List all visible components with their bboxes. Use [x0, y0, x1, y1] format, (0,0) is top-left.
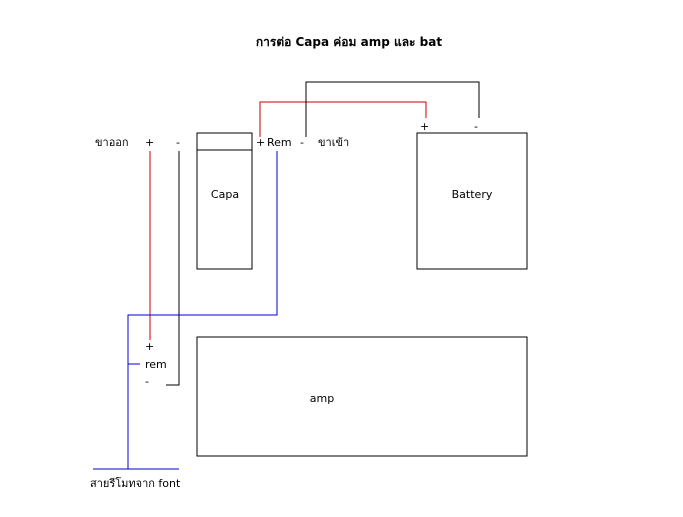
- capa-minus-label: -: [300, 136, 304, 149]
- diagram-title: การต่อ Capa ค่อม amp และ bat: [256, 35, 442, 49]
- output-minus-label: -: [176, 136, 180, 149]
- battery-label: Battery: [452, 188, 493, 201]
- amp-label: amp: [310, 392, 334, 405]
- amp-box: [196, 336, 528, 457]
- capa-rem-label: Rem: [267, 136, 292, 149]
- battery-to-capa-positive-wire: [259, 101, 427, 137]
- capa-label: Capa: [211, 188, 239, 201]
- capa-box: [196, 132, 253, 270]
- output-label: ขาออก: [95, 136, 129, 149]
- remote-source-label: สายรีโมทจาก font: [90, 476, 181, 490]
- capa-in-label: ขาเข้า: [318, 136, 349, 149]
- capa-to-amp-ground-wire: [166, 151, 180, 386]
- amp-plus-label: +: [145, 340, 154, 353]
- battery-minus-label: -: [474, 120, 478, 133]
- output-plus-label: +: [145, 136, 154, 149]
- amp-minus-label: -: [145, 375, 149, 388]
- battery-box: [416, 132, 528, 270]
- battery-to-capa-ground-wire: [305, 81, 480, 137]
- battery-plus-label: +: [420, 120, 429, 133]
- capa-remote-wire: [127, 151, 278, 469]
- amp-rem-label: rem: [145, 358, 167, 371]
- capa-plus-label: +: [256, 136, 265, 149]
